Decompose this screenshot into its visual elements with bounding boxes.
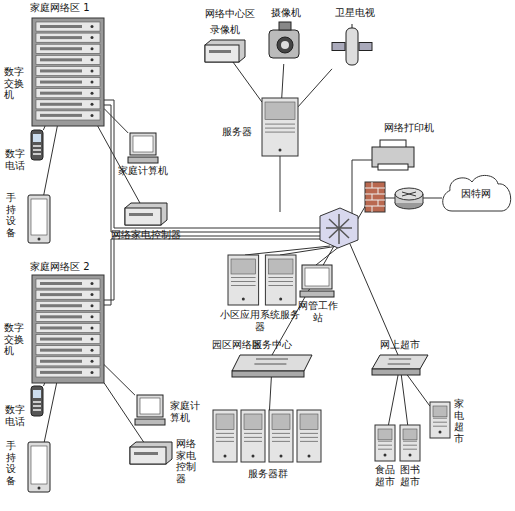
device-node: 手持设备 bbox=[28, 195, 50, 243]
device-label: 食品超市 bbox=[372, 464, 398, 487]
device-icon bbox=[135, 395, 165, 425]
connection-line bbox=[401, 375, 407, 425]
device-icon bbox=[430, 402, 450, 438]
device-label: 数字交换机 bbox=[4, 322, 32, 357]
core-switch bbox=[320, 208, 358, 248]
device-node: 数字交换机 bbox=[32, 275, 104, 383]
zone-label: 网络中心区 bbox=[205, 8, 255, 20]
device-node: 食品超市 bbox=[375, 425, 395, 461]
zone-label: 园区网络区 bbox=[212, 339, 262, 351]
device-icon bbox=[130, 442, 172, 464]
device-node: 家电超市 bbox=[430, 402, 450, 438]
device-icon bbox=[205, 40, 245, 62]
connection-line bbox=[104, 108, 128, 133]
device-node: 手持设备 bbox=[28, 442, 50, 492]
device-icon bbox=[125, 203, 167, 225]
device-node: 数字电话 bbox=[30, 130, 44, 160]
device-node: 家庭计算机 bbox=[135, 395, 165, 425]
device-label: 家庭计算机 bbox=[170, 400, 206, 423]
device-icon bbox=[128, 133, 158, 163]
device-label: 网络家电控制器 bbox=[106, 229, 186, 241]
device-icon bbox=[30, 130, 44, 160]
device-node: 摄像机 bbox=[265, 22, 305, 64]
connection-line bbox=[298, 69, 332, 107]
device-node: 服务器 bbox=[262, 98, 298, 156]
device-node: 数字交换机 bbox=[32, 18, 104, 126]
device-label: 服务器 bbox=[222, 126, 262, 138]
zone-label: 家庭网络区 1 bbox=[30, 2, 90, 14]
device-icon bbox=[262, 98, 298, 156]
device-label: 图书超市 bbox=[397, 464, 423, 487]
device-label: 网络打印机 bbox=[384, 122, 444, 134]
device-icon bbox=[400, 425, 420, 461]
device-icon bbox=[375, 425, 395, 461]
device-icon bbox=[212, 410, 324, 462]
device-label: 网上超市 bbox=[372, 339, 428, 351]
device-icon bbox=[300, 265, 334, 297]
connection-line bbox=[269, 377, 271, 410]
device-icon bbox=[32, 275, 104, 383]
device-label: 数字电话 bbox=[5, 404, 27, 427]
device-node: 网管工作站 bbox=[300, 265, 334, 297]
connection-line bbox=[43, 126, 45, 130]
device-label: 摄像机 bbox=[262, 7, 310, 19]
firewall-symbol bbox=[365, 182, 385, 212]
connection-line bbox=[388, 375, 398, 425]
device-label: 网管工作站 bbox=[298, 300, 338, 323]
connection-line bbox=[233, 62, 262, 102]
device-icon bbox=[32, 18, 104, 126]
device-node: 因特网 bbox=[440, 172, 515, 217]
device-label: 卫星电视 bbox=[330, 7, 380, 19]
zone-label: 家庭网络区 2 bbox=[30, 261, 90, 273]
device-node: 网络打印机 bbox=[372, 140, 414, 170]
device-icon bbox=[28, 195, 50, 243]
device-node: 家庭计算机 bbox=[128, 133, 158, 163]
connection-line bbox=[407, 375, 430, 406]
device-label: 网络家电控制器 bbox=[176, 438, 200, 484]
device-icon bbox=[372, 355, 428, 375]
device-icon bbox=[332, 24, 372, 69]
device-node: 服务中心 bbox=[232, 355, 312, 377]
device-icon bbox=[265, 22, 305, 64]
device-node: 图书超市 bbox=[400, 425, 420, 461]
device-icon bbox=[30, 386, 44, 416]
device-node: 数字电话 bbox=[30, 386, 44, 416]
device-node: 录像机 bbox=[205, 40, 245, 62]
connection-line bbox=[282, 64, 284, 98]
device-node: 网络家电控制器 bbox=[125, 203, 167, 225]
device-label: 手持设备 bbox=[6, 440, 18, 486]
device-node: 网上超市 bbox=[372, 355, 428, 375]
device-label: 小区应用系统服务器 bbox=[220, 309, 300, 332]
device-label: 因特网 bbox=[440, 188, 512, 200]
device-icon bbox=[28, 442, 50, 492]
device-label: 录像机 bbox=[205, 24, 245, 36]
device-icon bbox=[228, 255, 296, 305]
device-icon bbox=[232, 355, 312, 377]
device-label: 数字电话 bbox=[5, 148, 27, 171]
device-node: 卫星电视 bbox=[332, 24, 372, 69]
device-label: 手持设备 bbox=[6, 192, 18, 238]
device-node: 小区应用系统服务器 bbox=[228, 255, 296, 305]
device-label: 家庭计算机 bbox=[118, 165, 168, 177]
connection-line bbox=[44, 383, 56, 442]
device-label: 服务器群 bbox=[236, 468, 300, 480]
connection-line bbox=[44, 126, 58, 195]
device-label: 家电超市 bbox=[454, 398, 466, 444]
device-label: 数字交换机 bbox=[4, 66, 32, 101]
device-node: 网络家电控制器 bbox=[130, 442, 172, 464]
router-symbol bbox=[395, 188, 423, 209]
device-node: 服务器群 bbox=[212, 410, 324, 462]
device-icon bbox=[372, 140, 414, 170]
